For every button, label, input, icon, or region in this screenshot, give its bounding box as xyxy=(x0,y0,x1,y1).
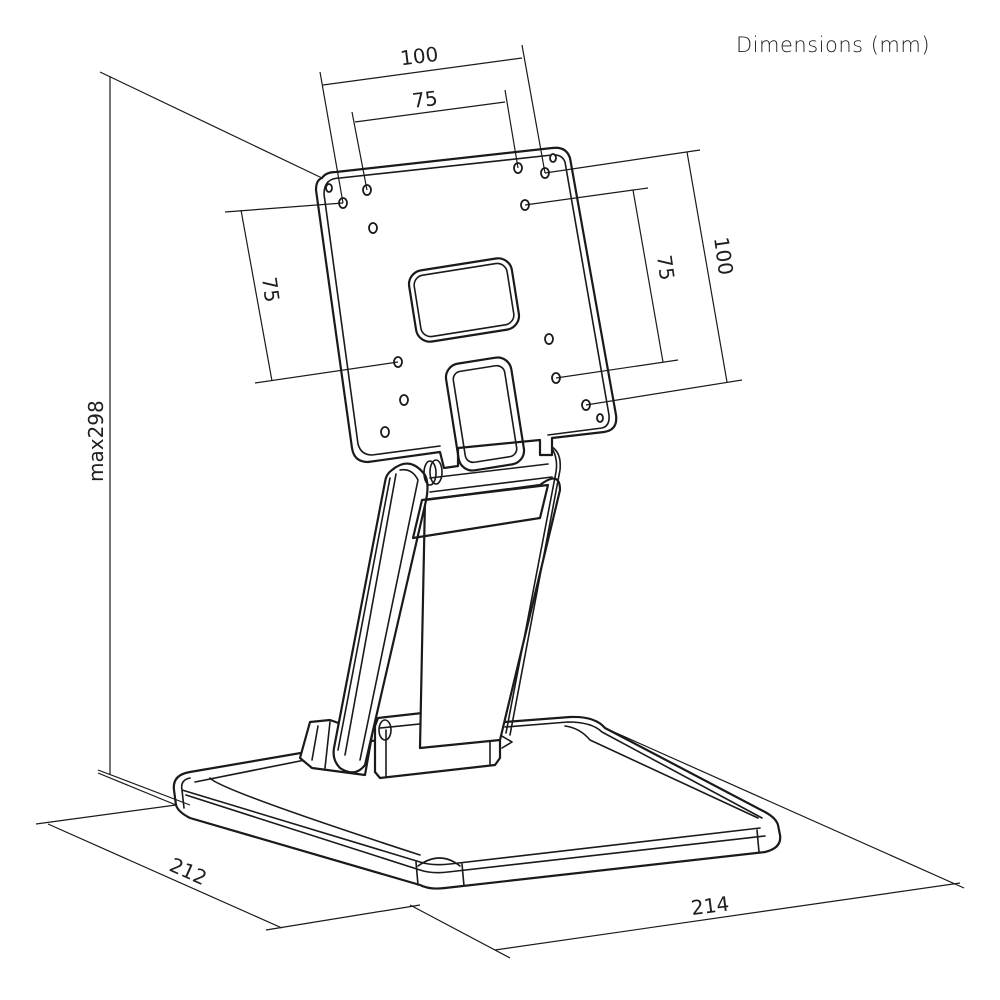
dim-base-width: 214 xyxy=(690,891,731,919)
dim-vesa-outer-horizontal: 100 xyxy=(399,42,440,70)
dim-vesa-inner-vertical-left: 75 xyxy=(257,275,284,304)
vesa-plate xyxy=(314,146,618,472)
dim-vesa-outer-vertical-right: 100 xyxy=(709,235,738,276)
dim-base-depth: 212 xyxy=(166,853,211,890)
dim-vesa-inner-vertical-right: 75 xyxy=(652,253,679,282)
dim-vesa-inner-horizontal: 75 xyxy=(411,86,439,113)
dim-max-height: max298 xyxy=(84,400,108,482)
diagram-title: Dimensions (mm) xyxy=(736,33,931,57)
stand-arm xyxy=(332,444,562,774)
dimension-lines xyxy=(35,44,965,959)
